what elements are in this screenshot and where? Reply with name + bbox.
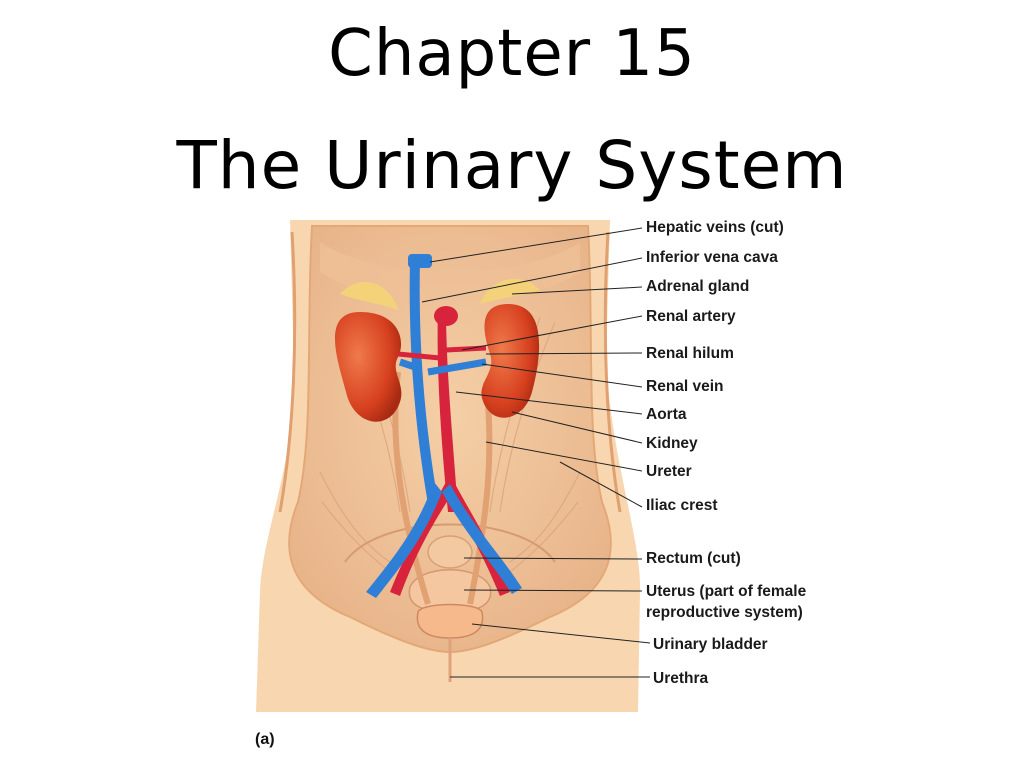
left-renal-vein <box>398 358 420 372</box>
label-renal-hilum: Renal hilum <box>646 345 734 362</box>
label-renal-vein: Renal vein <box>646 378 724 395</box>
label-rectum: Rectum (cut) <box>646 550 741 567</box>
rectum <box>427 535 473 569</box>
label-inferior-vena-cava: Inferior vena cava <box>646 249 778 266</box>
label-hepatic-veins: Hepatic veins (cut) <box>646 219 784 236</box>
right-kidney <box>481 304 540 418</box>
label-uterus-line-1: Uterus (part of female <box>646 583 807 600</box>
label-iliac-crest: Iliac crest <box>646 497 718 514</box>
left-kidney <box>334 312 402 422</box>
urinary-bladder <box>416 603 484 639</box>
label-adrenal-gland: Adrenal gland <box>646 278 750 295</box>
label-kidney: Kidney <box>646 435 698 452</box>
label-ureter: Ureter <box>646 463 692 480</box>
label-uterus-line-2: reproductive system) <box>646 604 803 621</box>
label-urethra: Urethra <box>653 670 709 687</box>
right-renal-vein <box>427 358 487 376</box>
urinary-system-illustration <box>256 220 650 712</box>
left-adrenal-gland <box>340 282 398 310</box>
aorta <box>437 310 458 512</box>
slide-title-line-1: Chapter 15 <box>328 17 696 91</box>
left-renal-artery <box>397 351 441 361</box>
inferior-vena-cava <box>409 260 438 504</box>
label-aorta: Aorta <box>646 406 687 423</box>
slide-title-line-2: The Urinary System <box>176 127 848 204</box>
right-adrenal-gland <box>480 278 540 304</box>
label-urinary-bladder: Urinary bladder <box>653 636 768 653</box>
figure-panel-letter: (a) <box>255 731 275 748</box>
label-renal-artery: Renal artery <box>646 308 736 325</box>
